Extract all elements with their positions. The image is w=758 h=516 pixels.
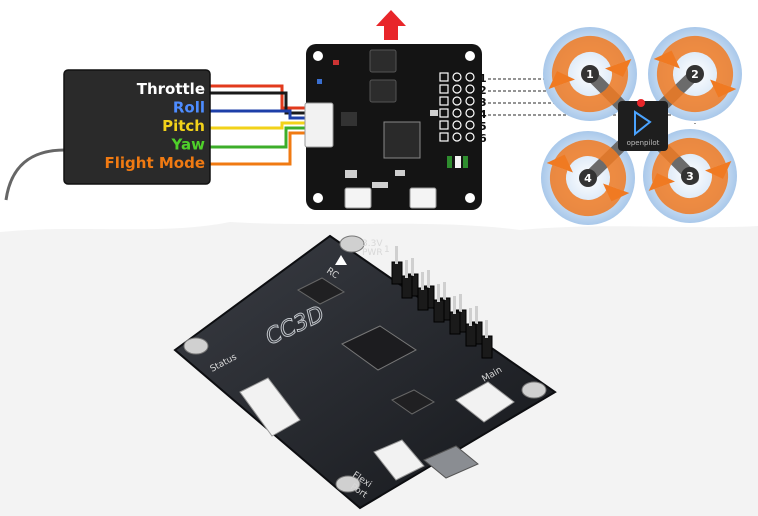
header-pin	[395, 246, 398, 264]
openpilot-logo-icon	[634, 110, 652, 137]
output-pin-number: 4	[479, 108, 487, 121]
header-pin	[439, 96, 449, 106]
header-pin	[475, 306, 478, 324]
motor-number: 4	[584, 172, 592, 185]
header-pin	[452, 132, 462, 142]
header-pin	[452, 96, 462, 106]
header-pin	[452, 108, 462, 118]
photo-connector-right	[455, 381, 515, 423]
pcb-silkscreen-label: PWR	[362, 248, 383, 258]
header-pin	[452, 120, 462, 130]
receiver-box	[63, 69, 211, 185]
motor-hub	[686, 65, 704, 83]
main-port-connector	[409, 187, 437, 209]
motor-hub	[579, 169, 597, 187]
photo-pin-header	[391, 246, 493, 359]
header-pin	[465, 72, 475, 82]
header-pin	[405, 260, 408, 278]
signal-wire	[210, 131, 306, 166]
header-pin	[459, 294, 462, 312]
output-pin-number: 1	[479, 72, 487, 85]
motor-hub	[681, 167, 699, 185]
propeller-arrow-icon	[548, 36, 632, 112]
output-pin-number: 5	[479, 120, 487, 133]
header-pin	[439, 132, 449, 142]
receiver-channel-label: Roll	[173, 99, 205, 117]
signal-wire	[210, 84, 306, 110]
photo-connector-left	[239, 377, 301, 437]
header-pin	[465, 96, 475, 106]
header-pin	[453, 296, 456, 314]
motor-hub	[581, 65, 599, 83]
quad-center-board	[618, 101, 668, 151]
output-pin-number: 3	[479, 96, 487, 109]
output-pin-header	[439, 72, 475, 142]
motor-number: 1	[586, 68, 594, 81]
signal-wire	[210, 91, 306, 115]
receiver-channel-label: Pitch	[162, 117, 205, 135]
header-pin	[443, 282, 446, 300]
header-pin	[437, 284, 440, 302]
propeller-arrow-icon	[648, 138, 732, 214]
header-pin	[469, 308, 472, 326]
header-pin	[485, 320, 488, 338]
signal-wire	[210, 121, 306, 130]
propeller-arrow-icon	[653, 36, 737, 112]
quadcopter-x-config: openpilot 1 2 3 4	[541, 27, 742, 225]
header-pin	[452, 72, 462, 82]
receiver-channel-label: Throttle	[137, 80, 205, 98]
signal-wire	[210, 126, 306, 149]
header-pin	[439, 120, 449, 130]
header-pin	[465, 132, 475, 142]
output-pin-number: 6	[479, 132, 487, 145]
propeller-arrow-icon	[546, 140, 630, 216]
receiver-connector	[304, 102, 334, 148]
motor-number: 3	[686, 170, 694, 183]
signal-wire	[210, 109, 306, 120]
header-pin	[465, 84, 475, 94]
motor-number: 2	[691, 68, 699, 81]
quad-logo-text: openpilot	[627, 139, 660, 147]
header-pin	[465, 120, 475, 130]
header-pin	[465, 108, 475, 118]
pcb-silkscreen-label: 1	[384, 245, 390, 255]
header-pin	[439, 84, 449, 94]
pcb-silkscreen-label: 3.3V	[362, 239, 383, 249]
antenna-cable	[4, 148, 66, 201]
header-pin	[439, 72, 449, 82]
header-pin	[439, 108, 449, 118]
signal-wires	[210, 84, 306, 166]
flight-controller-top-view	[304, 44, 482, 210]
photo-connector-bottom	[373, 439, 425, 481]
output-pin-number: 2	[479, 84, 487, 97]
header-pin	[421, 272, 424, 290]
receiver-channel-label: Yaw	[171, 136, 206, 154]
receiver-channel-label: Flight Mode	[105, 154, 205, 172]
header-pin	[411, 258, 414, 276]
forward-arrow-icon	[376, 10, 406, 40]
flexi-port-connector	[344, 187, 372, 209]
header-pin	[427, 270, 430, 288]
header-pin	[452, 84, 462, 94]
